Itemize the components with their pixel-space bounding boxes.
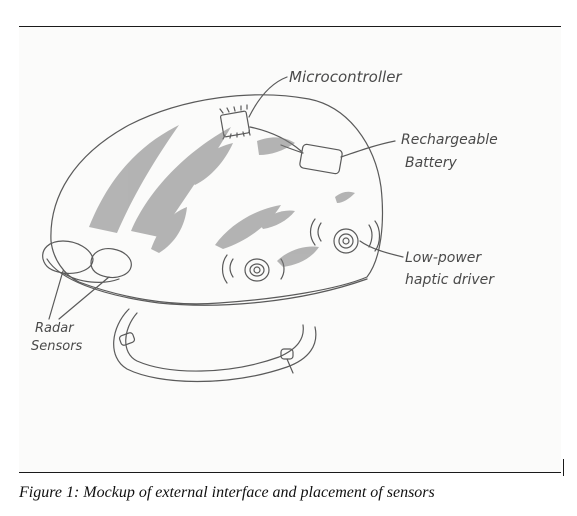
rule-end-tick (563, 459, 564, 476)
label-battery-line1: Rechargeable (401, 132, 498, 148)
helmet-sketch: Microcontroller Rechargeable Battery Low… (19, 27, 561, 472)
bottom-rule (19, 472, 561, 473)
label-radar-line2: Sensors (31, 339, 83, 354)
label-microcontroller: Microcontroller (289, 68, 402, 86)
label-radar-line1: Radar (35, 321, 75, 336)
label-haptic-line1: Low-power (405, 250, 482, 266)
label-haptic-line2: haptic driver (405, 272, 495, 288)
label-battery-line2: Battery (405, 155, 458, 171)
figure-caption: Figure 1: Mockup of external interface a… (19, 484, 435, 502)
